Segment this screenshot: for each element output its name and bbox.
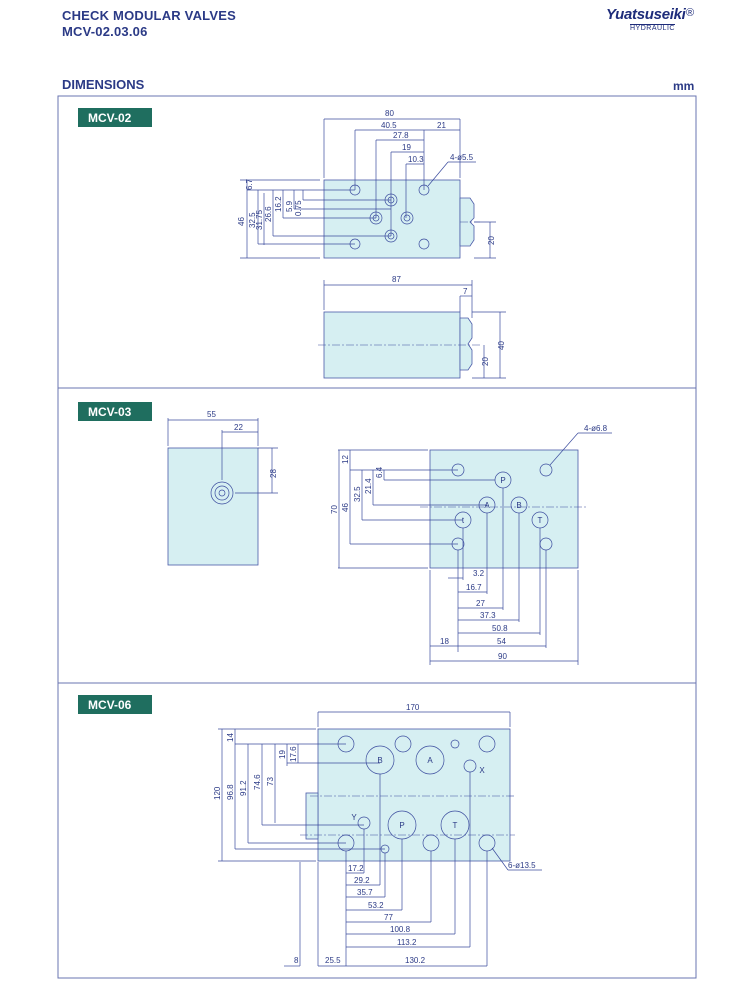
dim-12: 12 <box>341 455 350 464</box>
dim-40: 40 <box>497 341 506 350</box>
dim-87: 87 <box>392 275 401 284</box>
label-mcv-03: MCV-03 <box>78 402 152 421</box>
dim-80: 80 <box>385 109 394 118</box>
dim-90: 90 <box>498 652 507 661</box>
dim-21-4: 21.4 <box>364 478 373 494</box>
dim-28: 28 <box>269 469 278 478</box>
dim-55: 55 <box>207 410 216 419</box>
dim-6-7: 6.7 <box>245 178 254 190</box>
dim-19: 19 <box>402 143 411 152</box>
model-range: MCV-02.03.06 <box>62 24 148 39</box>
dim-113-2: 113.2 <box>397 938 417 947</box>
unit-label: mm <box>673 79 695 93</box>
svg-text:MCV-02: MCV-02 <box>88 111 132 125</box>
section-title: DIMENSIONS <box>62 77 145 92</box>
dim-130-2: 130.2 <box>405 956 426 965</box>
dim-19: 19 <box>278 750 287 759</box>
mcv06-top-view: B A X Y P T 170 6-ø13.5 120 14 96.8 91.2 74… <box>213 703 542 967</box>
dim-35-7: 35.7 <box>357 888 373 897</box>
dim-40-5: 40.5 <box>381 121 397 130</box>
dim-17-2: 17.2 <box>348 864 364 873</box>
dim-37-3: 37.3 <box>480 611 496 620</box>
label-mcv-06: MCV-06 <box>78 695 152 714</box>
dim-77: 77 <box>384 913 393 922</box>
dim-0-75: 0.75 <box>294 200 303 216</box>
svg-text:A: A <box>427 756 433 765</box>
hole-note: 4-ø5.5 <box>450 153 474 162</box>
dim-53-2: 53.2 <box>368 901 384 910</box>
label-mcv-02: MCV-02 <box>78 108 152 127</box>
mcv02-top-view: 80 40.5 21 27.8 19 10.3 4-ø5.5 46 6.7 32… <box>237 109 496 259</box>
dim-26-6: 26.6 <box>264 206 273 222</box>
mcv03-side-view: 55 22 28 <box>167 410 278 566</box>
dim-25-5: 25.5 <box>325 956 341 965</box>
svg-text:T: T <box>453 821 458 830</box>
dim-17-6: 17.6 <box>289 746 298 762</box>
brand-logo: Yuatsuseiki ® HYDRAULIC <box>606 6 706 40</box>
document-title: CHECK MODULAR VALVES <box>62 8 236 23</box>
registered-mark: ® <box>686 7 695 19</box>
dim-7: 7 <box>463 287 468 296</box>
dim-46: 46 <box>237 217 246 226</box>
dim-73: 73 <box>266 777 275 786</box>
frame <box>57 95 697 979</box>
dim-91-2: 91.2 <box>239 780 248 796</box>
mcv03-top-view: P A Bt T 4-ø6.8 70 12 46 32.5 21.4 6.4 3.… <box>330 424 612 665</box>
dim-20-side: 20 <box>481 357 490 366</box>
svg-text:MCV-03: MCV-03 <box>88 405 132 419</box>
svg-text:P: P <box>399 821 404 830</box>
svg-text:MCV-06: MCV-06 <box>88 698 132 712</box>
svg-text:A: A <box>484 501 490 510</box>
dim-14: 14 <box>226 733 235 742</box>
dim-18: 18 <box>440 637 449 646</box>
dim-8: 8 <box>294 956 299 965</box>
dim-10-3: 10.3 <box>408 155 424 164</box>
dim-96-8: 96.8 <box>226 784 235 800</box>
dim-170: 170 <box>406 703 420 712</box>
dim-27-8: 27.8 <box>393 131 409 140</box>
dim-20: 20 <box>487 236 496 245</box>
dim-27: 27 <box>476 599 485 608</box>
dim-46: 46 <box>341 503 350 512</box>
dim-32-5: 32.5 <box>248 212 257 228</box>
port-labels: P A Bt T <box>462 476 543 525</box>
dim-29-2: 29.2 <box>354 876 370 885</box>
svg-text:B: B <box>377 756 382 765</box>
svg-text:P: P <box>500 476 505 485</box>
dim-74-6: 74.6 <box>253 774 262 790</box>
dim-120: 120 <box>213 786 222 800</box>
hole-note: 6-ø13.5 <box>508 861 536 870</box>
logo-text: Yuatsuseiki <box>606 6 686 23</box>
svg-text:X: X <box>479 766 485 775</box>
dim-31-75: 31.75 <box>255 209 264 230</box>
dim-16-2: 16.2 <box>274 196 283 212</box>
port-labels: B A X Y P T <box>351 756 485 830</box>
svg-text:B: B <box>516 501 521 510</box>
dim-32-5: 32.5 <box>353 486 362 502</box>
mcv02-side-view: 87 7 40 20 <box>318 275 506 379</box>
logo-subtext: HYDRAULIC <box>630 24 675 32</box>
svg-text:T: T <box>538 516 543 525</box>
dim-16-7: 16.7 <box>466 583 482 592</box>
dim-6-4: 6.4 <box>375 466 384 478</box>
dim-50-8: 50.8 <box>492 624 508 633</box>
dim-54: 54 <box>497 637 506 646</box>
dim-100-8: 100.8 <box>390 925 411 934</box>
dim-21: 21 <box>437 121 446 130</box>
dim-5-9: 5.9 <box>285 200 294 212</box>
svg-text:t: t <box>462 516 465 525</box>
dim-70: 70 <box>330 505 339 514</box>
dim-22: 22 <box>234 423 243 432</box>
dim-3-2: 3.2 <box>473 569 485 578</box>
svg-text:Y: Y <box>351 813 357 822</box>
hole-note: 4-ø6.8 <box>584 424 608 433</box>
